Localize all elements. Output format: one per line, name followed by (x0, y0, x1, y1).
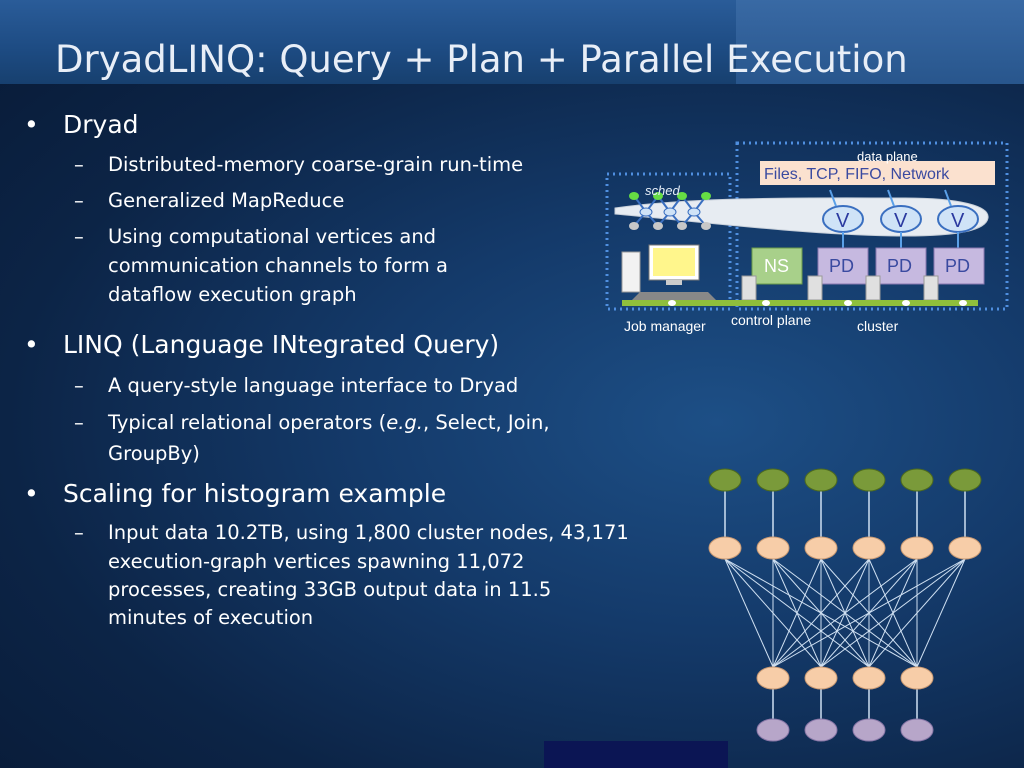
data-plane-label: data plane (857, 149, 918, 164)
sub-bullet-text: GroupBy) (108, 442, 200, 465)
sub-bullet-text: Typical relational operators (e.g., Sele… (108, 411, 550, 434)
sub-bullet-text: dataflow execution graph (108, 283, 357, 306)
bullet-dryad-heading: Dryad (63, 110, 139, 139)
vertex-label: V (836, 210, 850, 232)
sub-bullet-text: A query-style language interface to Drya… (108, 374, 519, 397)
sub-bullet-text: minutes of execution (108, 606, 314, 629)
dataflow-node-input (948, 468, 982, 492)
job-manager-label: Job manager (624, 318, 706, 334)
dataflow-node-input (900, 468, 934, 492)
bullet-linq-heading: LINQ (Language INtegrated Query) (63, 330, 500, 359)
computer-icon (621, 244, 716, 300)
dataflow-node-input (852, 468, 886, 492)
dataflow-node-output (900, 718, 934, 742)
dataflow-edges (724, 491, 966, 719)
pd-label: PD (829, 256, 854, 276)
bullet-dot: • (24, 330, 39, 359)
sched-label: sched (645, 183, 680, 198)
dataflow-node-stage1 (948, 536, 982, 560)
dataflow-edge (916, 558, 966, 668)
dataflow-edge (868, 558, 966, 668)
dataflow-node-stage2 (900, 666, 934, 690)
channels-label: Files, TCP, FIFO, Network (764, 166, 950, 183)
dataflow-node-stage2 (756, 666, 790, 690)
control-plane-bus (622, 300, 978, 306)
dataflow-nodes (708, 468, 982, 742)
sched-graph (629, 192, 711, 230)
sub-bullet-text: processes, creating 33GB output data in … (108, 578, 552, 601)
pd-label: PD (887, 256, 912, 276)
dataflow-edge (724, 558, 774, 668)
bullet-dot: • (24, 479, 39, 508)
title-band (0, 0, 1024, 84)
dryad-architecture-diagram: sched Files, TCP, FIFO, Network data pla… (605, 141, 1009, 334)
dataflow-node-input (756, 468, 790, 492)
channels-box (760, 161, 995, 185)
bullet-dot: • (24, 110, 39, 139)
dataflow-node-input (804, 468, 838, 492)
control-plane-label: control plane (731, 312, 811, 328)
dataflow-node-output (756, 718, 790, 742)
title-band-panel (736, 0, 1024, 84)
bus-connectors (668, 300, 967, 306)
dataflow-edge (772, 558, 918, 668)
dataflow-node-stage1 (852, 536, 886, 560)
dataflow-node-output (804, 718, 838, 742)
dataflow-node-stage1 (804, 536, 838, 560)
dataflow-node-output (852, 718, 886, 742)
pd-label: PD (945, 256, 970, 276)
sub-bullet-text: Generalized MapReduce (108, 189, 345, 212)
cluster-nodes: NS PD PD PD (741, 247, 985, 301)
bullet-scaling-heading: Scaling for histogram example (63, 479, 447, 508)
dataflow-edge (772, 558, 870, 668)
vertex-label: V (894, 210, 908, 232)
sub-bullet-text: execution-graph vertices spawning 11,072 (108, 550, 525, 573)
sub-bullet-text: Input data 10.2TB, using 1,800 cluster n… (108, 521, 629, 544)
dataflow-node-input (708, 468, 742, 492)
job-manager-box (605, 172, 732, 311)
slide-title: DryadLINQ: Query + Plan + Parallel Execu… (55, 38, 908, 81)
data-plane-stream (614, 197, 989, 237)
ns-label: NS (764, 256, 789, 276)
footer-bar (544, 741, 728, 768)
dataflow-node-stage2 (852, 666, 886, 690)
dataflow-graph (708, 468, 982, 742)
cluster-label: cluster (857, 318, 899, 334)
dataflow-node-stage1 (900, 536, 934, 560)
sub-bullet-text: Distributed-memory coarse-grain run-time (108, 153, 524, 176)
cluster-box (735, 141, 1009, 311)
dataflow-edge (772, 558, 966, 668)
sub-bullet-text: Using computational vertices and (108, 225, 437, 248)
vertex-group: V V V (822, 189, 979, 248)
dataflow-node-stage1 (756, 536, 790, 560)
dataflow-node-stage1 (708, 536, 742, 560)
vertex-label: V (951, 210, 965, 232)
dataflow-node-stage2 (804, 666, 838, 690)
dataflow-edge (820, 558, 966, 668)
sub-bullet-text: communication channels to form a (108, 254, 448, 277)
dataflow-edge (772, 558, 822, 668)
